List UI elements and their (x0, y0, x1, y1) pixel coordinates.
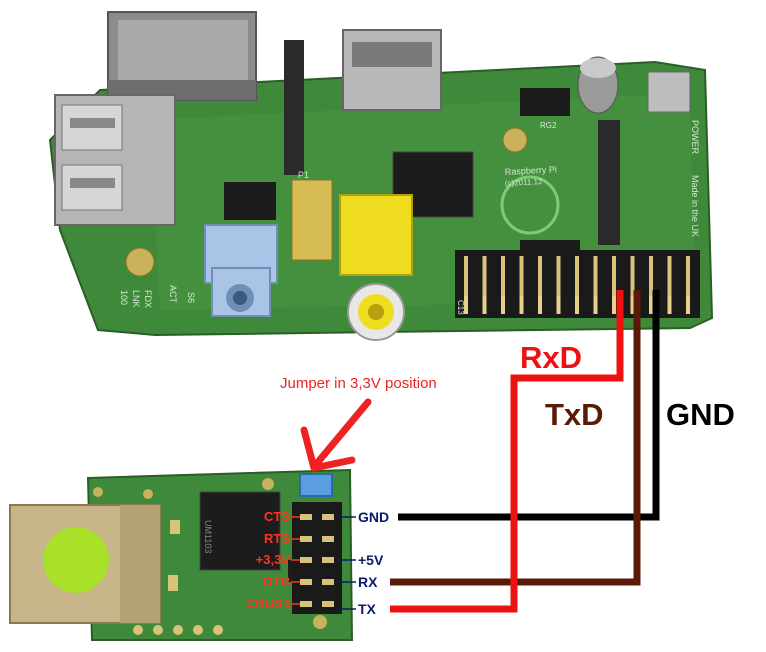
gpio-pin (594, 296, 598, 314)
jumper (300, 474, 332, 496)
jumper-annotation: Jumper in 3,3V position (280, 375, 437, 392)
gpio-pin (501, 256, 505, 300)
pin-label-0: CTS (264, 509, 290, 524)
board-label-s6: S6 (186, 292, 196, 303)
gpio-pin (612, 256, 616, 300)
camera-connector (598, 120, 620, 245)
board-label-made-in-uk: Made in the UK (690, 175, 700, 237)
label-rxd: RxD (520, 340, 582, 375)
gpio-pin (501, 296, 505, 314)
gpio-pin (483, 256, 487, 300)
adapter-pin (322, 514, 334, 520)
board-label-p1: P1 (298, 170, 309, 180)
hdmi-port (343, 30, 441, 110)
pin-label-2: +3,3V (256, 552, 291, 567)
board-label-power: POWER (690, 120, 700, 155)
pin-label-1: RTS (264, 531, 290, 546)
adapter-pin (300, 536, 312, 542)
gpio-pin (686, 296, 690, 314)
usb-ports (55, 95, 175, 225)
pin-label-3: DTR (263, 574, 290, 589)
gpio-pin (483, 296, 487, 314)
p6-header (292, 180, 332, 260)
composite-video-jack (340, 195, 412, 340)
adapter-pin (300, 601, 312, 607)
side-label-tx: TX (358, 601, 377, 617)
audio-jack (205, 225, 277, 316)
gpio-pin (538, 296, 542, 314)
board-label-c13: C13 (456, 300, 465, 315)
wire-rxd (390, 290, 620, 609)
gpio-pin (594, 256, 598, 300)
gpio-pin (464, 256, 468, 300)
adapter-pin (300, 579, 312, 585)
adapter-pin (322, 601, 334, 607)
gpio-header (455, 250, 700, 318)
adapter-pin-header (292, 502, 342, 614)
gpio-pin (668, 296, 672, 314)
adapter-pin (300, 557, 312, 563)
power-connector (648, 72, 690, 112)
chip-marking: UM1103 (203, 520, 213, 553)
gpio-pin (649, 256, 653, 300)
gpio-pin (575, 256, 579, 300)
capacitor (578, 57, 618, 113)
raspberry-pi-board: Raspberry Pi (c)2011.12 POWER Made in th… (50, 12, 712, 340)
board-label-act: ACT (168, 285, 178, 304)
usb-serial-adapter: UM1103 CTS RTS +3,3V DTR CBUS4 GND +5V RX TX (10, 470, 389, 640)
gpio-pin (520, 296, 524, 314)
gpio-pin (686, 256, 690, 300)
board-label-fdx: FDX (143, 290, 153, 308)
side-label-5v: +5V (358, 552, 384, 568)
wires (390, 290, 656, 609)
gpio-pin (668, 256, 672, 300)
gpio-pin (649, 296, 653, 314)
adapter-pin (300, 514, 312, 520)
gpio-pin (557, 296, 561, 314)
adapter-pin (322, 557, 334, 563)
label-txd: TxD (545, 397, 604, 432)
pin-label-4: CBUS4 (246, 596, 291, 611)
board-label-lnk: LNK (131, 290, 141, 308)
adapter-header-base (292, 502, 342, 614)
ethernet-jack (108, 12, 256, 100)
board-label-rg2: RG2 (540, 121, 557, 130)
adapter-pin (322, 536, 334, 542)
gpio-pin (575, 296, 579, 314)
gpio-pin (520, 256, 524, 300)
side-label-rx: RX (358, 574, 378, 590)
gpio-pin (538, 256, 542, 300)
annotation-arrow (304, 402, 368, 468)
display-connector (284, 40, 304, 175)
usb-b-port-marker (43, 527, 109, 593)
board-label-100: 100 (119, 290, 129, 305)
adapter-pin (322, 579, 334, 585)
gpio-pin (612, 296, 616, 314)
gpio-pin (557, 256, 561, 300)
usb-b-connector (10, 505, 160, 623)
label-gnd: GND (666, 397, 735, 432)
side-label-gnd: GND (358, 509, 389, 525)
